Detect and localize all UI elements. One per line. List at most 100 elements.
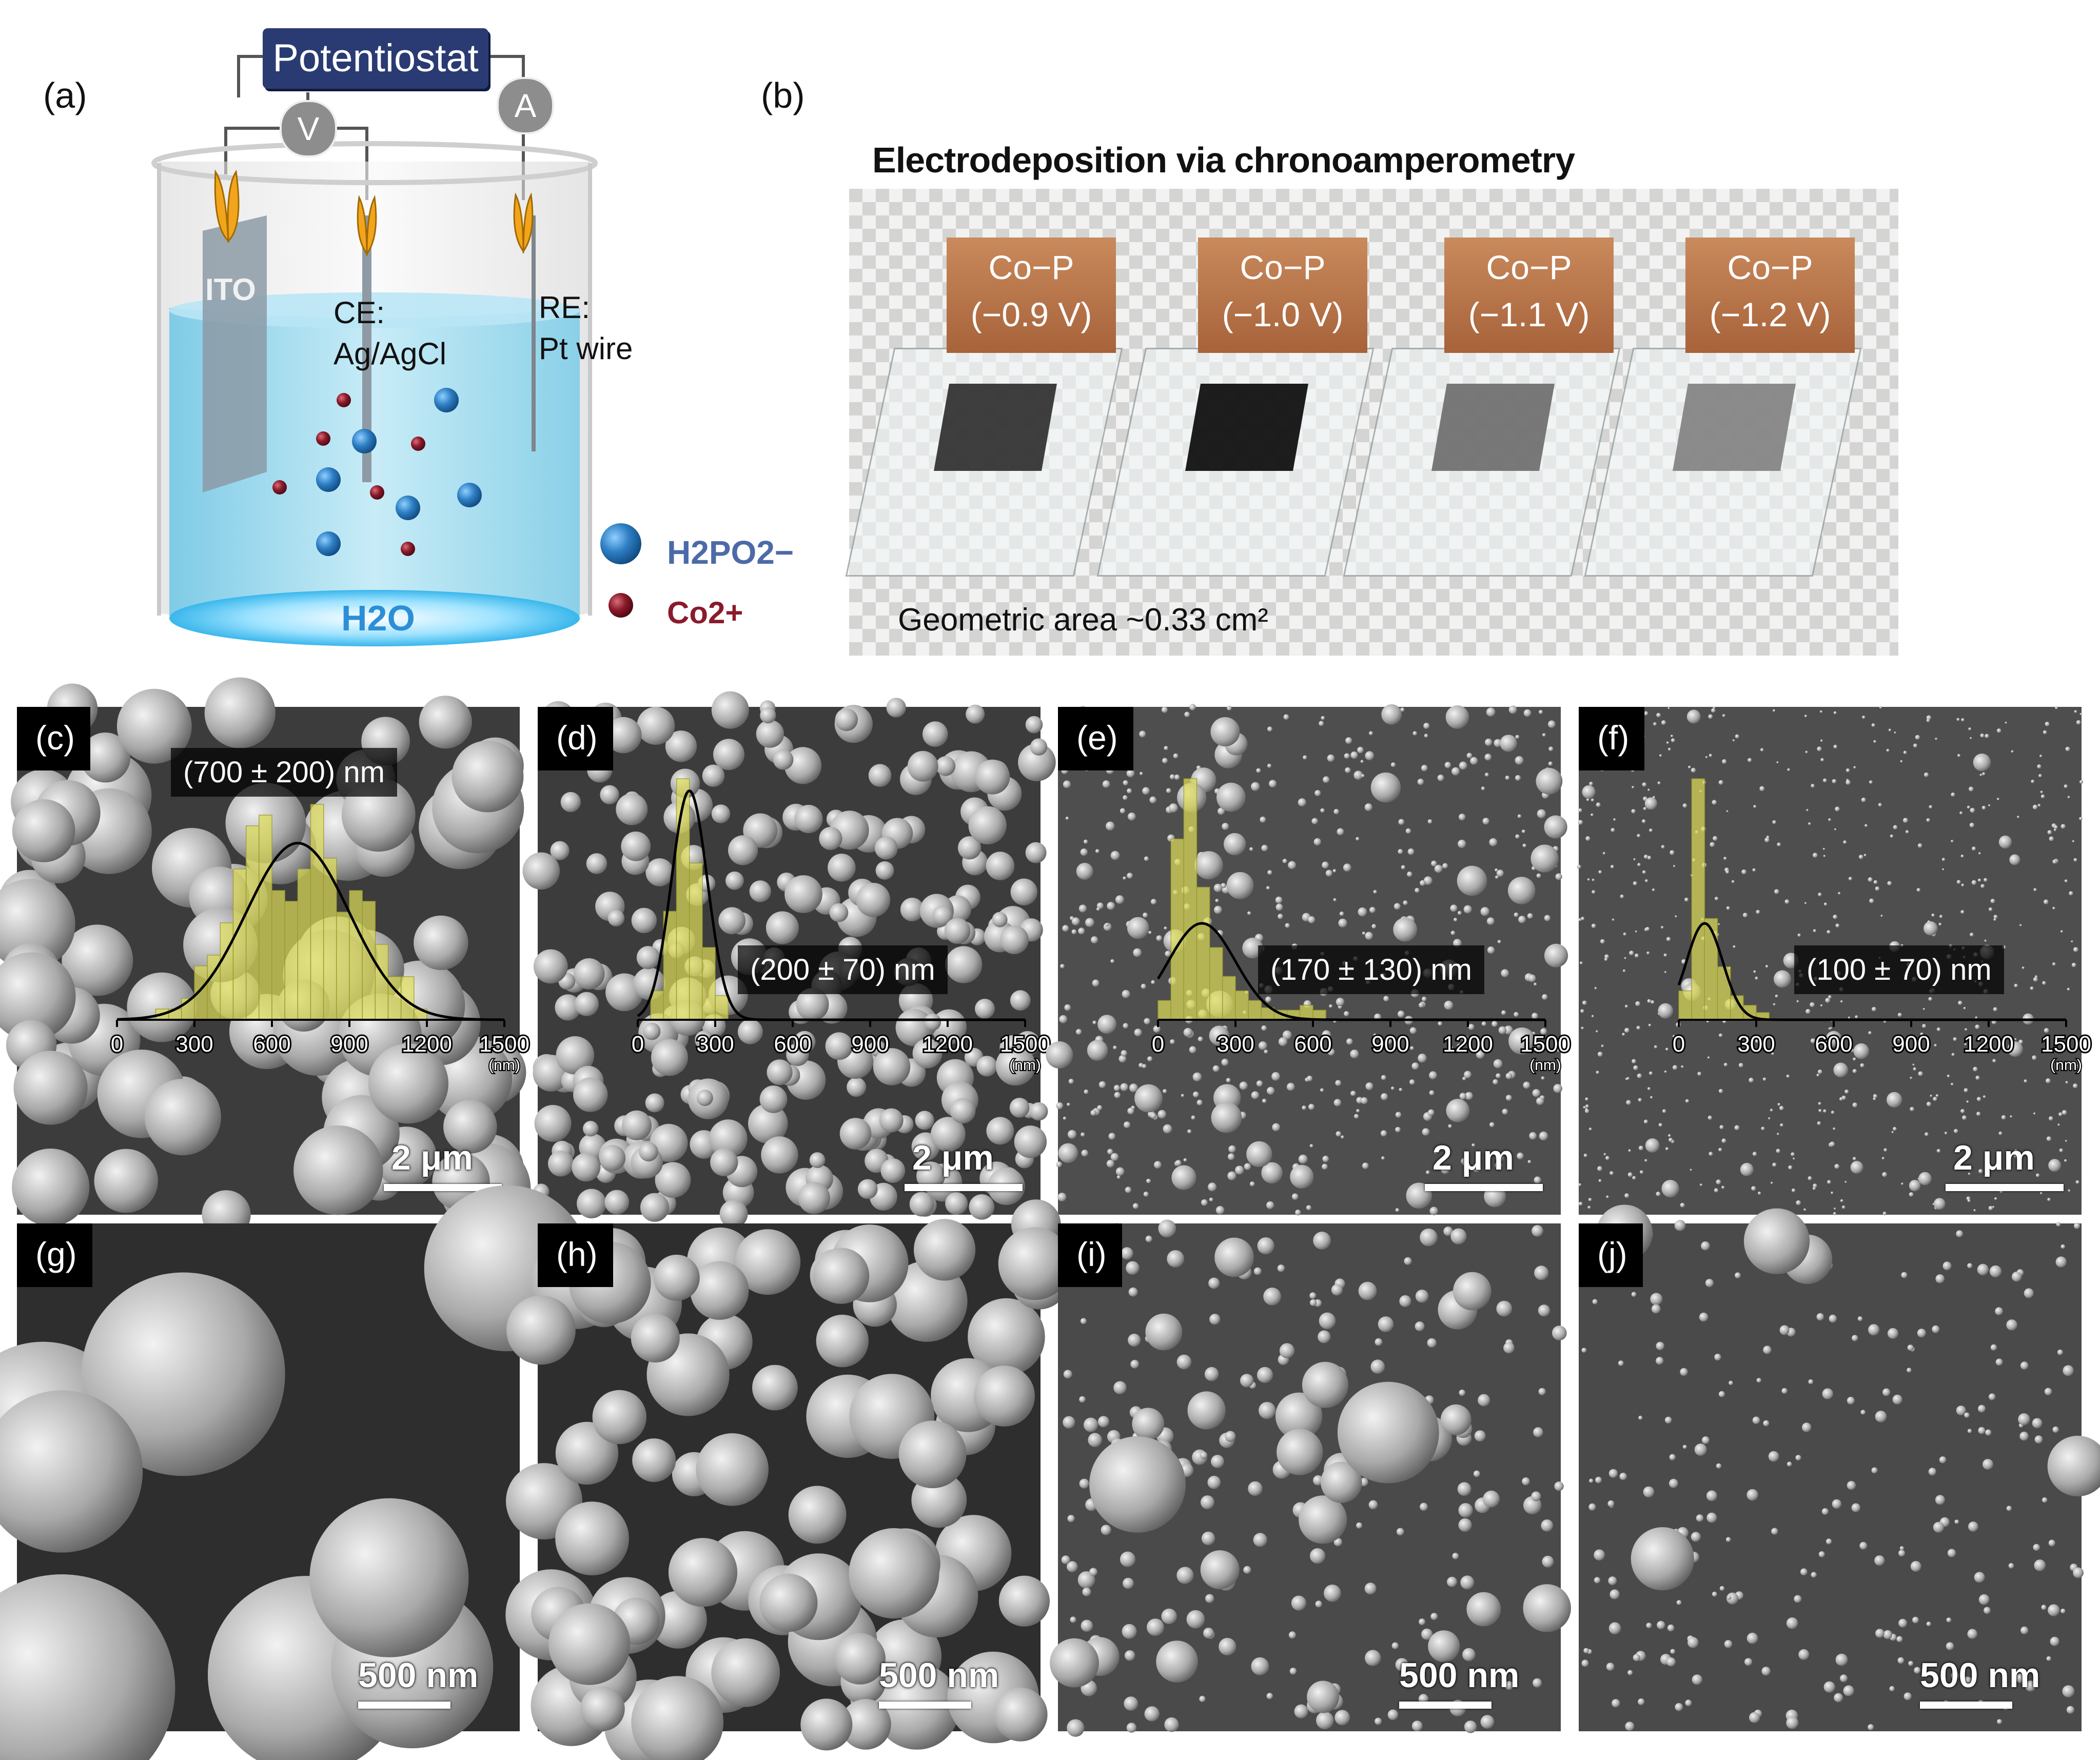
- x-axis-unit-label: (nm): [488, 1057, 520, 1074]
- x-tick-label: 0: [632, 1032, 644, 1057]
- scale-bar-label: 500 nm: [879, 1656, 999, 1695]
- scale-bar-label: 500 nm: [358, 1656, 479, 1695]
- voltmeter-label: V: [297, 110, 320, 147]
- ions: [272, 388, 641, 618]
- scale-bar: [1920, 1702, 2012, 1709]
- ammeter-label: A: [514, 87, 537, 124]
- histogram-bar: [1170, 838, 1185, 1020]
- x-tick-label: 1200: [923, 1032, 973, 1057]
- re-label: RE: Pt wire: [539, 287, 633, 369]
- scale-bar: [879, 1702, 971, 1709]
- x-tick-label: 900: [851, 1032, 889, 1057]
- co-p-film: [1431, 384, 1555, 471]
- mean-size-label: (100 ± 70) nm: [1794, 945, 2004, 994]
- x-tick-label: 300: [1737, 1032, 1775, 1057]
- scale-bar-label: 500 nm: [1399, 1656, 1520, 1695]
- histogram-bar: [297, 868, 311, 1020]
- ce-label: CE: Ag/AgCl: [333, 292, 446, 374]
- ce-label-line1: CE:: [333, 295, 385, 330]
- histogram-bar: [702, 947, 716, 1020]
- potentiostat-label: Potentiostat: [272, 36, 479, 80]
- electrolyte-solution: [169, 308, 580, 635]
- scale-bar: [1425, 1184, 1543, 1191]
- voltmeter: V: [280, 100, 337, 157]
- x-tick-label: 1500: [2041, 1032, 2091, 1057]
- histogram-bar: [663, 911, 677, 1020]
- x-tick-label: 600: [1815, 1032, 1852, 1057]
- ito-label: ITO: [205, 272, 256, 307]
- sem-micrograph: [1046, 704, 1568, 1216]
- legend-co-marker: [609, 593, 633, 618]
- mean-size-label: (700 ± 200) nm: [171, 748, 397, 797]
- x-tick-label: 1500: [1000, 1032, 1050, 1057]
- histogram-bar: [1183, 778, 1198, 1020]
- beaker-bottom: [169, 590, 580, 646]
- panel-letter: (j): [1579, 1223, 1643, 1287]
- x-tick-label: 300: [1216, 1032, 1254, 1057]
- x-tick-label: 300: [696, 1032, 734, 1057]
- x-tick-label: 600: [1294, 1032, 1331, 1057]
- panel-letter: (c): [17, 707, 90, 770]
- histogram-bar: [1235, 990, 1249, 1020]
- histogram-bar: [220, 922, 234, 1020]
- histogram-bar: [1717, 966, 1731, 1020]
- histogram-bar: [245, 825, 260, 1020]
- sem-micrograph: [1579, 1204, 2100, 1731]
- electrode-clips: [214, 169, 534, 256]
- panel-letter-b: (b): [761, 75, 805, 115]
- histogram-bar: [715, 995, 729, 1020]
- histogram-bar: [1209, 947, 1223, 1020]
- scale-bar-label: 2 μm: [1432, 1138, 1514, 1177]
- histogram-bar: [1300, 1005, 1313, 1020]
- histogram-bar: [336, 912, 350, 1020]
- sample-label: Co−P: [988, 248, 1074, 286]
- co-p-film: [934, 384, 1057, 471]
- histogram-bar: [689, 862, 703, 1020]
- co-p-film: [1673, 384, 1796, 471]
- histogram-bar: [676, 778, 690, 1020]
- panel-letter: (f): [1579, 707, 1645, 770]
- x-tick-label: 1200: [1964, 1032, 2014, 1057]
- sample-potential: (−1.1 V): [1468, 295, 1590, 333]
- electrochemical-cell-diagram: [151, 55, 641, 646]
- sem-panel: (g)500 nm: [0, 1185, 591, 1760]
- panel-letter: (i): [1058, 1223, 1122, 1287]
- panel-letter: (e): [1058, 707, 1133, 770]
- sem-panel: (h) 500 nm: [505, 1199, 1071, 1760]
- scale-bar: [384, 1184, 502, 1191]
- copper-tape: Co−P(−1.2 V): [1685, 238, 1855, 353]
- sample-potential: (−1.2 V): [1709, 295, 1831, 333]
- scale-bar-label: 2 μm: [912, 1138, 994, 1177]
- sample-label: Co−P: [1240, 248, 1326, 286]
- x-axis-unit-label: (nm): [2050, 1057, 2082, 1074]
- copper-tape: Co−P (−1.1 V): [1444, 238, 1614, 353]
- x-axis-unit-label: (nm): [1529, 1057, 1561, 1074]
- panel-letter: (h): [538, 1223, 613, 1287]
- x-tick-label: 900: [1371, 1032, 1409, 1057]
- histogram-bar: [310, 804, 324, 1020]
- sample-potential: (−0.9 V): [970, 295, 1092, 333]
- x-tick-label: 0: [111, 1032, 123, 1057]
- potentiostat-box: Potentiostat: [263, 28, 488, 89]
- ce-label-line2: Ag/AgCl: [333, 337, 447, 371]
- legend-co-label: Co2+: [667, 596, 743, 630]
- mean-size-label: (200 ± 70) nm: [738, 945, 948, 994]
- scale-bar-label: 2 μm: [1953, 1138, 2035, 1177]
- re-label-line1: RE:: [539, 290, 591, 325]
- histogram-bar: [375, 944, 389, 1020]
- x-tick-label: 300: [175, 1032, 213, 1057]
- water-label: H2O: [341, 598, 415, 638]
- x-tick-label: 0: [1152, 1032, 1164, 1057]
- copper-tape: Co−P(−1.0 V): [1198, 238, 1367, 353]
- sample-label: Co−P: [1486, 248, 1572, 286]
- geometric-area-label: Geometric area ~0.33 cm²: [898, 602, 1268, 638]
- legend-h2po2-marker: [600, 523, 641, 564]
- co-p-film: [1185, 384, 1308, 471]
